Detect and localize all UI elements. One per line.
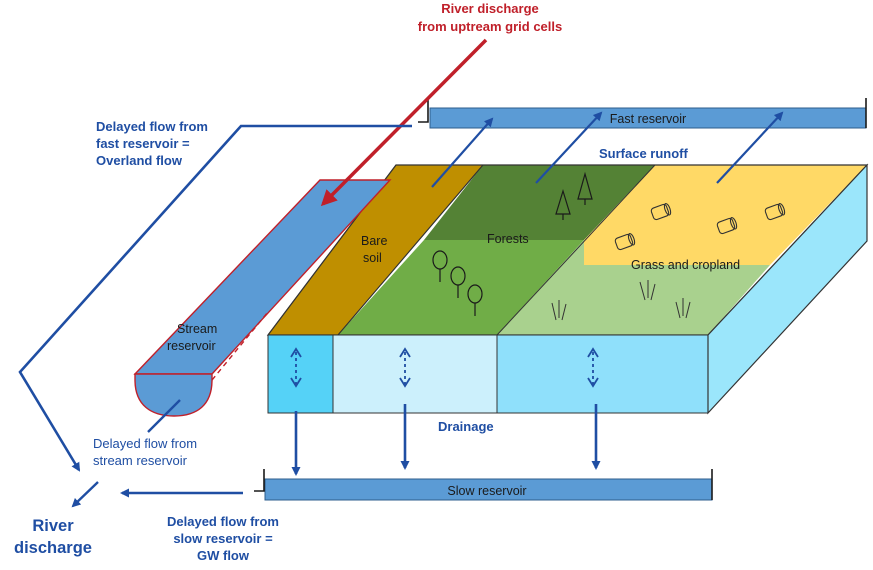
surface-runoff-arrows — [431, 111, 784, 188]
tree-icons — [432, 171, 593, 316]
svg-text:from uptream grid cells: from uptream grid cells — [418, 19, 562, 34]
drainage-arrows — [291, 404, 601, 476]
svg-text:Stream: Stream — [177, 322, 217, 336]
stream-reservoir — [133, 179, 392, 417]
svg-text:reservoir: reservoir — [167, 339, 216, 353]
stream-flow-label: Delayed flow from stream reservoir — [93, 436, 197, 468]
svg-text:Delayed flow from: Delayed flow from — [96, 119, 208, 134]
svg-text:slow reservoir =: slow reservoir = — [173, 531, 273, 546]
hay-bale-icons — [614, 203, 786, 251]
svg-text:Delayed flow from: Delayed flow from — [167, 514, 279, 529]
svg-text:GW flow: GW flow — [197, 548, 250, 563]
svg-text:fast reservoir =: fast reservoir = — [96, 136, 190, 151]
slow-reservoir — [254, 469, 713, 501]
soil-block — [267, 163, 868, 415]
soil-moisture-arrows — [290, 347, 599, 388]
river-discharge-arrow — [71, 481, 99, 508]
stream-outflow-arrow — [147, 399, 181, 433]
bare-soil-label: Bare soil — [361, 234, 387, 265]
stream-reservoir-label: Stream reservoir — [167, 322, 217, 353]
gw-flow-label: Delayed flow from slow reservoir = GW fl… — [167, 514, 279, 563]
svg-text:discharge: discharge — [14, 539, 92, 557]
slow-reservoir-label: Slow reservoir — [447, 484, 526, 498]
svg-text:River: River — [32, 517, 74, 535]
drainage-label: Drainage — [438, 419, 494, 434]
river-discharge-label: River discharge — [14, 517, 92, 557]
fast-reservoir — [418, 98, 867, 129]
land-surface-top — [266, 164, 869, 336]
svg-text:River discharge: River discharge — [441, 1, 539, 16]
forests-label: Forests — [487, 232, 529, 246]
grass-icons — [551, 280, 691, 321]
overland-flow-label: Delayed flow from fast reservoir = Overl… — [96, 119, 208, 168]
svg-text:Bare: Bare — [361, 234, 387, 248]
grass-cropland-label: Grass and cropland — [631, 258, 740, 272]
overland-flow-arrow — [18, 124, 412, 472]
upstream-label: River discharge from uptream grid cells — [418, 1, 562, 34]
svg-text:Delayed flow from: Delayed flow from — [93, 436, 197, 451]
svg-text:soil: soil — [363, 251, 382, 265]
svg-text:stream reservoir: stream reservoir — [93, 453, 188, 468]
svg-text:Overland flow: Overland flow — [96, 153, 183, 168]
surface-runoff-label: Surface runoff — [599, 146, 689, 161]
upstream-inflow-arrow — [320, 38, 488, 207]
fast-reservoir-label: Fast reservoir — [610, 112, 686, 126]
